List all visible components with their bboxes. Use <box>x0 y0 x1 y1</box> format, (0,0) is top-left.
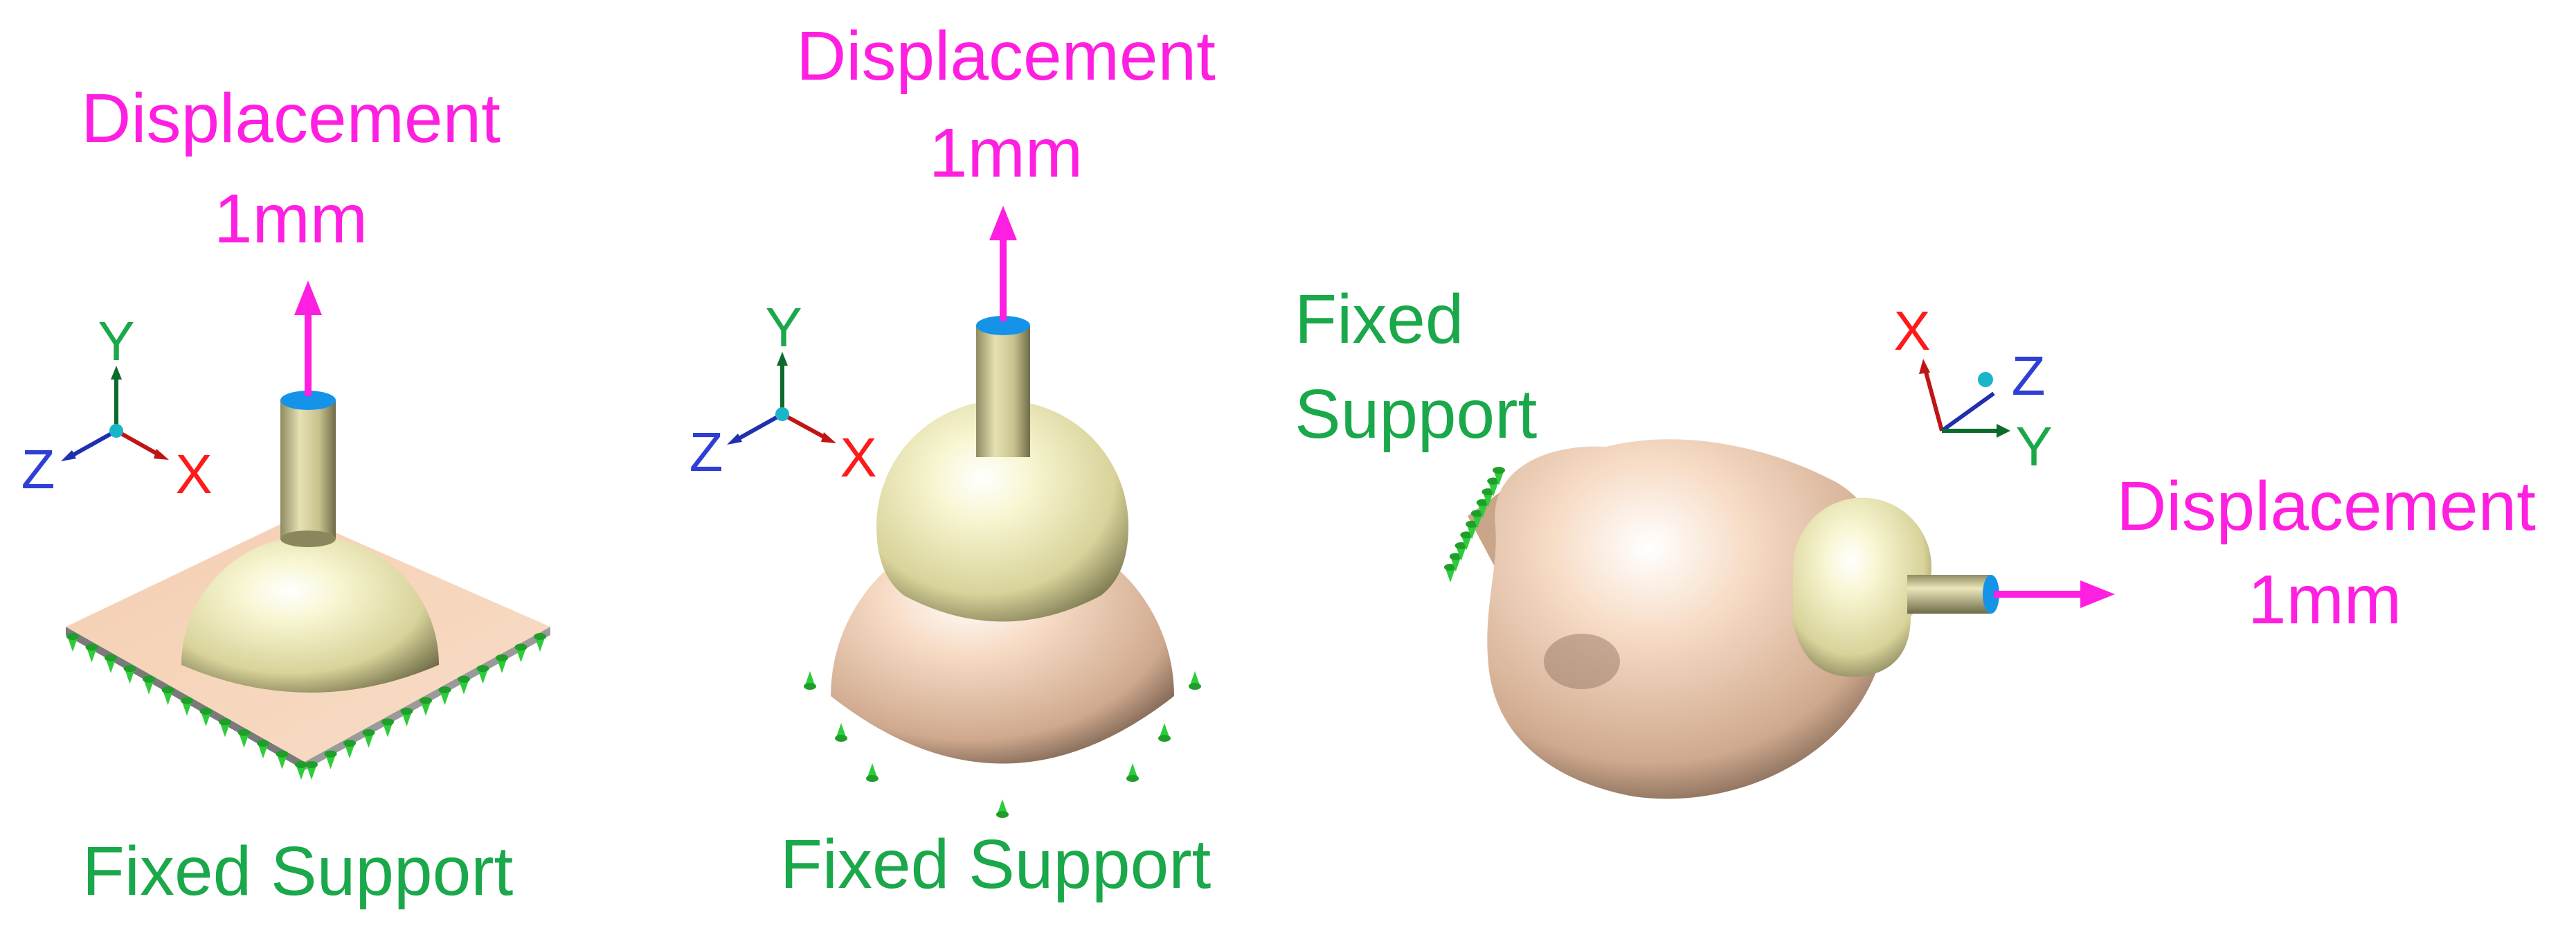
fixed-support-pin <box>476 665 489 684</box>
fixed-support-pin <box>105 654 117 673</box>
panel-1-displacement-label: Displacement <box>81 80 501 157</box>
fixed-support-pin <box>237 729 251 748</box>
panel-2-displacement-label: Displacement <box>796 17 1216 95</box>
fixed-support-pin <box>257 740 269 759</box>
panel-1-coordinate-triad: Y Z X <box>21 310 213 505</box>
fixed-support-pin <box>1476 499 1489 518</box>
fixed-support-pin <box>1460 531 1473 551</box>
panel-2-fixed-support-markers <box>804 671 1201 818</box>
fixed-support-pin <box>866 763 879 782</box>
fixed-support-pin <box>534 633 546 652</box>
panel-3-displacement-label: Displacement <box>2116 467 2536 545</box>
fixed-support-pin <box>1493 467 1505 486</box>
fixed-support-pin <box>1466 520 1479 540</box>
fixed-support-pin <box>199 707 213 727</box>
fixed-support-pin <box>1454 542 1468 561</box>
panel-3-displacement-arrowhead <box>2080 580 2115 608</box>
fixed-support-pin <box>66 633 79 652</box>
panel-2-coordinate-triad: Y Z X <box>690 296 877 488</box>
fixed-support-pin <box>85 643 98 663</box>
fixed-support-pin <box>458 675 470 695</box>
fixed-support-pin <box>1487 477 1500 497</box>
fixed-support-pin <box>835 723 847 742</box>
fixed-support-pin <box>181 697 193 716</box>
fixed-support-pin <box>324 750 337 769</box>
panel-2-inner-sphere <box>876 400 1128 622</box>
panel-1-axis-label-y: Y <box>98 310 134 372</box>
panel-2-axis-label-z: Z <box>690 421 723 483</box>
panel-2-displacement-arrowhead <box>989 206 1017 240</box>
fixed-support-pin <box>362 729 375 748</box>
panel-1-x-arrowhead <box>154 449 169 460</box>
fixed-support-pin <box>438 686 451 706</box>
panel-1-fixed-support-markers <box>66 633 546 780</box>
fixed-support-pin <box>295 761 307 780</box>
fixed-support-pin <box>1449 553 1462 572</box>
fixed-support-pin <box>343 740 356 759</box>
fixed-support-pin <box>276 750 289 769</box>
panel-3-axis-label-x: X <box>1893 300 1930 362</box>
panel-1: Displacement 1mm Y Z X <box>21 80 550 910</box>
panel-3-fixed-support-markers <box>1444 467 1505 582</box>
panel-1-x-axis-line <box>115 429 162 458</box>
panel-1-displacement-arrowhead <box>294 280 322 315</box>
fixed-support-pin <box>514 643 528 663</box>
fixed-support-pin <box>1126 763 1139 782</box>
panel-2-displacement-value: 1mm <box>929 114 1083 192</box>
panel-3-body <box>1487 439 1893 799</box>
panel-1-rod <box>280 400 336 539</box>
panel-3-displacement-value: 1mm <box>2248 561 2402 639</box>
fixed-support-pin <box>381 718 394 738</box>
fixed-support-pin <box>1444 564 1457 582</box>
panel-1-fixed-support-label: Fixed Support <box>82 832 514 910</box>
fixed-support-pin <box>496 654 508 673</box>
panel-1-displacement-face <box>280 391 336 410</box>
fixed-support-pin <box>420 697 432 716</box>
panel-3-axis-label-y: Y <box>2015 416 2052 477</box>
panel-2-axis-label-x: X <box>840 427 876 488</box>
fixed-support-pin <box>305 761 318 780</box>
panel-3-support-label-line2: Support <box>1295 375 1537 453</box>
panel-1-axis-label-z: Z <box>21 438 55 500</box>
fixed-support-pin <box>161 686 174 706</box>
panel-2-fixed-support-label: Fixed Support <box>780 826 1212 903</box>
panel-1-z-axis-line <box>68 429 118 459</box>
panel-2-rod <box>976 326 1030 457</box>
panel-1-triad-origin <box>109 424 123 438</box>
panel-3-sphere <box>1793 497 1931 677</box>
fixed-support-pin <box>123 665 136 684</box>
fixed-support-pin <box>1470 510 1484 529</box>
fixed-support-pin <box>400 707 413 727</box>
panel-2: Displacement 1mm Y Z X Fixed Support <box>690 17 1216 903</box>
panel-3-rod <box>1907 575 1990 614</box>
fixed-support-pin <box>996 799 1009 818</box>
fixed-support-pin <box>1158 723 1171 742</box>
panel-3-coordinate-triad: X Z Y <box>1893 300 2052 477</box>
panel-3-support-label-line1: Fixed <box>1295 280 1464 358</box>
panel-3-displacement-face <box>1983 575 1999 614</box>
panel-1-displacement-value: 1mm <box>214 180 368 258</box>
panel-1-axis-label-x: X <box>175 443 212 505</box>
fixed-support-pin <box>804 671 816 690</box>
panel-2-axis-label-y: Y <box>765 296 802 358</box>
panel-1-z-arrowhead <box>61 450 76 461</box>
panel-1-y-arrowhead <box>111 366 122 380</box>
panel-3: Fixed Support X Z Y Displacement 1mm <box>1295 280 2536 799</box>
fixed-support-pin <box>1481 488 1495 508</box>
fixed-support-pin <box>219 718 231 738</box>
fixed-support-pin <box>1189 671 1201 690</box>
panel-2-displacement-face <box>976 316 1030 335</box>
panel-3-axis-label-z: Z <box>2012 345 2046 407</box>
panel-1-hemisphere <box>181 536 439 693</box>
fixed-support-pin <box>143 675 155 695</box>
